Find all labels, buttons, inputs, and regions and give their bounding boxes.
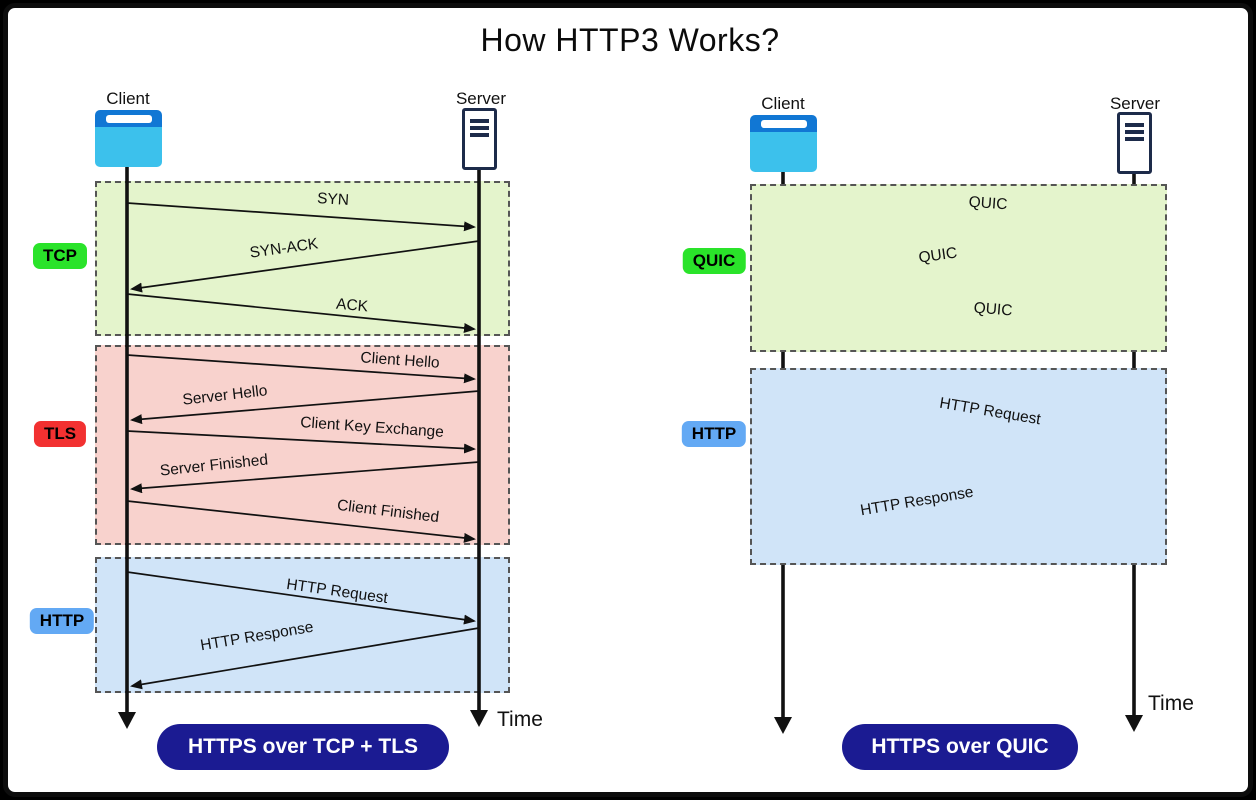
page-title: How HTTP3 Works? xyxy=(480,22,780,58)
client-label-left: Client xyxy=(106,89,150,108)
tls-badge: TLS xyxy=(33,421,87,447)
browser-titlebar xyxy=(95,110,162,127)
caption-pill-left: HTTPS over TCP + TLS xyxy=(157,724,449,770)
browser-addressbar xyxy=(105,114,152,123)
arrow-client-hello xyxy=(126,354,476,384)
server-label-right: Server xyxy=(1109,94,1161,113)
tcp-badge: TCP xyxy=(33,243,87,269)
arrow-http-response-left xyxy=(130,627,480,690)
quic-phase-box xyxy=(750,184,1167,352)
http-phase-box-right xyxy=(750,368,1167,565)
arrow-syn-ack xyxy=(130,240,480,293)
arrow-server-hello xyxy=(130,390,480,425)
time-label-right: Time xyxy=(1148,692,1194,715)
caption-pill-right: HTTPS over QUIC xyxy=(842,724,1078,770)
browser-body xyxy=(750,132,817,172)
http-badge-left: HTTP xyxy=(29,608,95,634)
http-phase-box-left xyxy=(95,557,510,693)
tls-phase-box xyxy=(95,345,510,545)
message-label: QUIC xyxy=(968,193,1008,214)
arrow-ack xyxy=(126,293,476,333)
browser-icon-right xyxy=(750,115,817,172)
server-icon-left xyxy=(462,108,497,170)
http-badge-right: HTTP xyxy=(681,421,747,447)
arrow-client-key-exchange xyxy=(126,430,476,454)
browser-body xyxy=(95,127,162,167)
message-label: SYN xyxy=(316,190,350,209)
message-label: ACK xyxy=(335,295,369,316)
client-label-right: Client xyxy=(761,94,805,113)
arrow-syn xyxy=(126,202,476,232)
arrow-server-finished xyxy=(130,461,480,494)
server-label-left: Server xyxy=(455,89,507,108)
tcp-phase-box xyxy=(95,181,510,336)
message-label: QUIC xyxy=(973,299,1014,320)
time-label-left: Time xyxy=(497,708,543,731)
arrow-http-request-left xyxy=(126,571,476,625)
browser-addressbar xyxy=(760,119,807,128)
browser-icon-left xyxy=(95,110,162,167)
browser-titlebar xyxy=(750,115,817,132)
arrow-client-finished xyxy=(126,500,476,543)
quic-badge: QUIC xyxy=(682,248,746,274)
server-icon-right xyxy=(1117,112,1152,174)
